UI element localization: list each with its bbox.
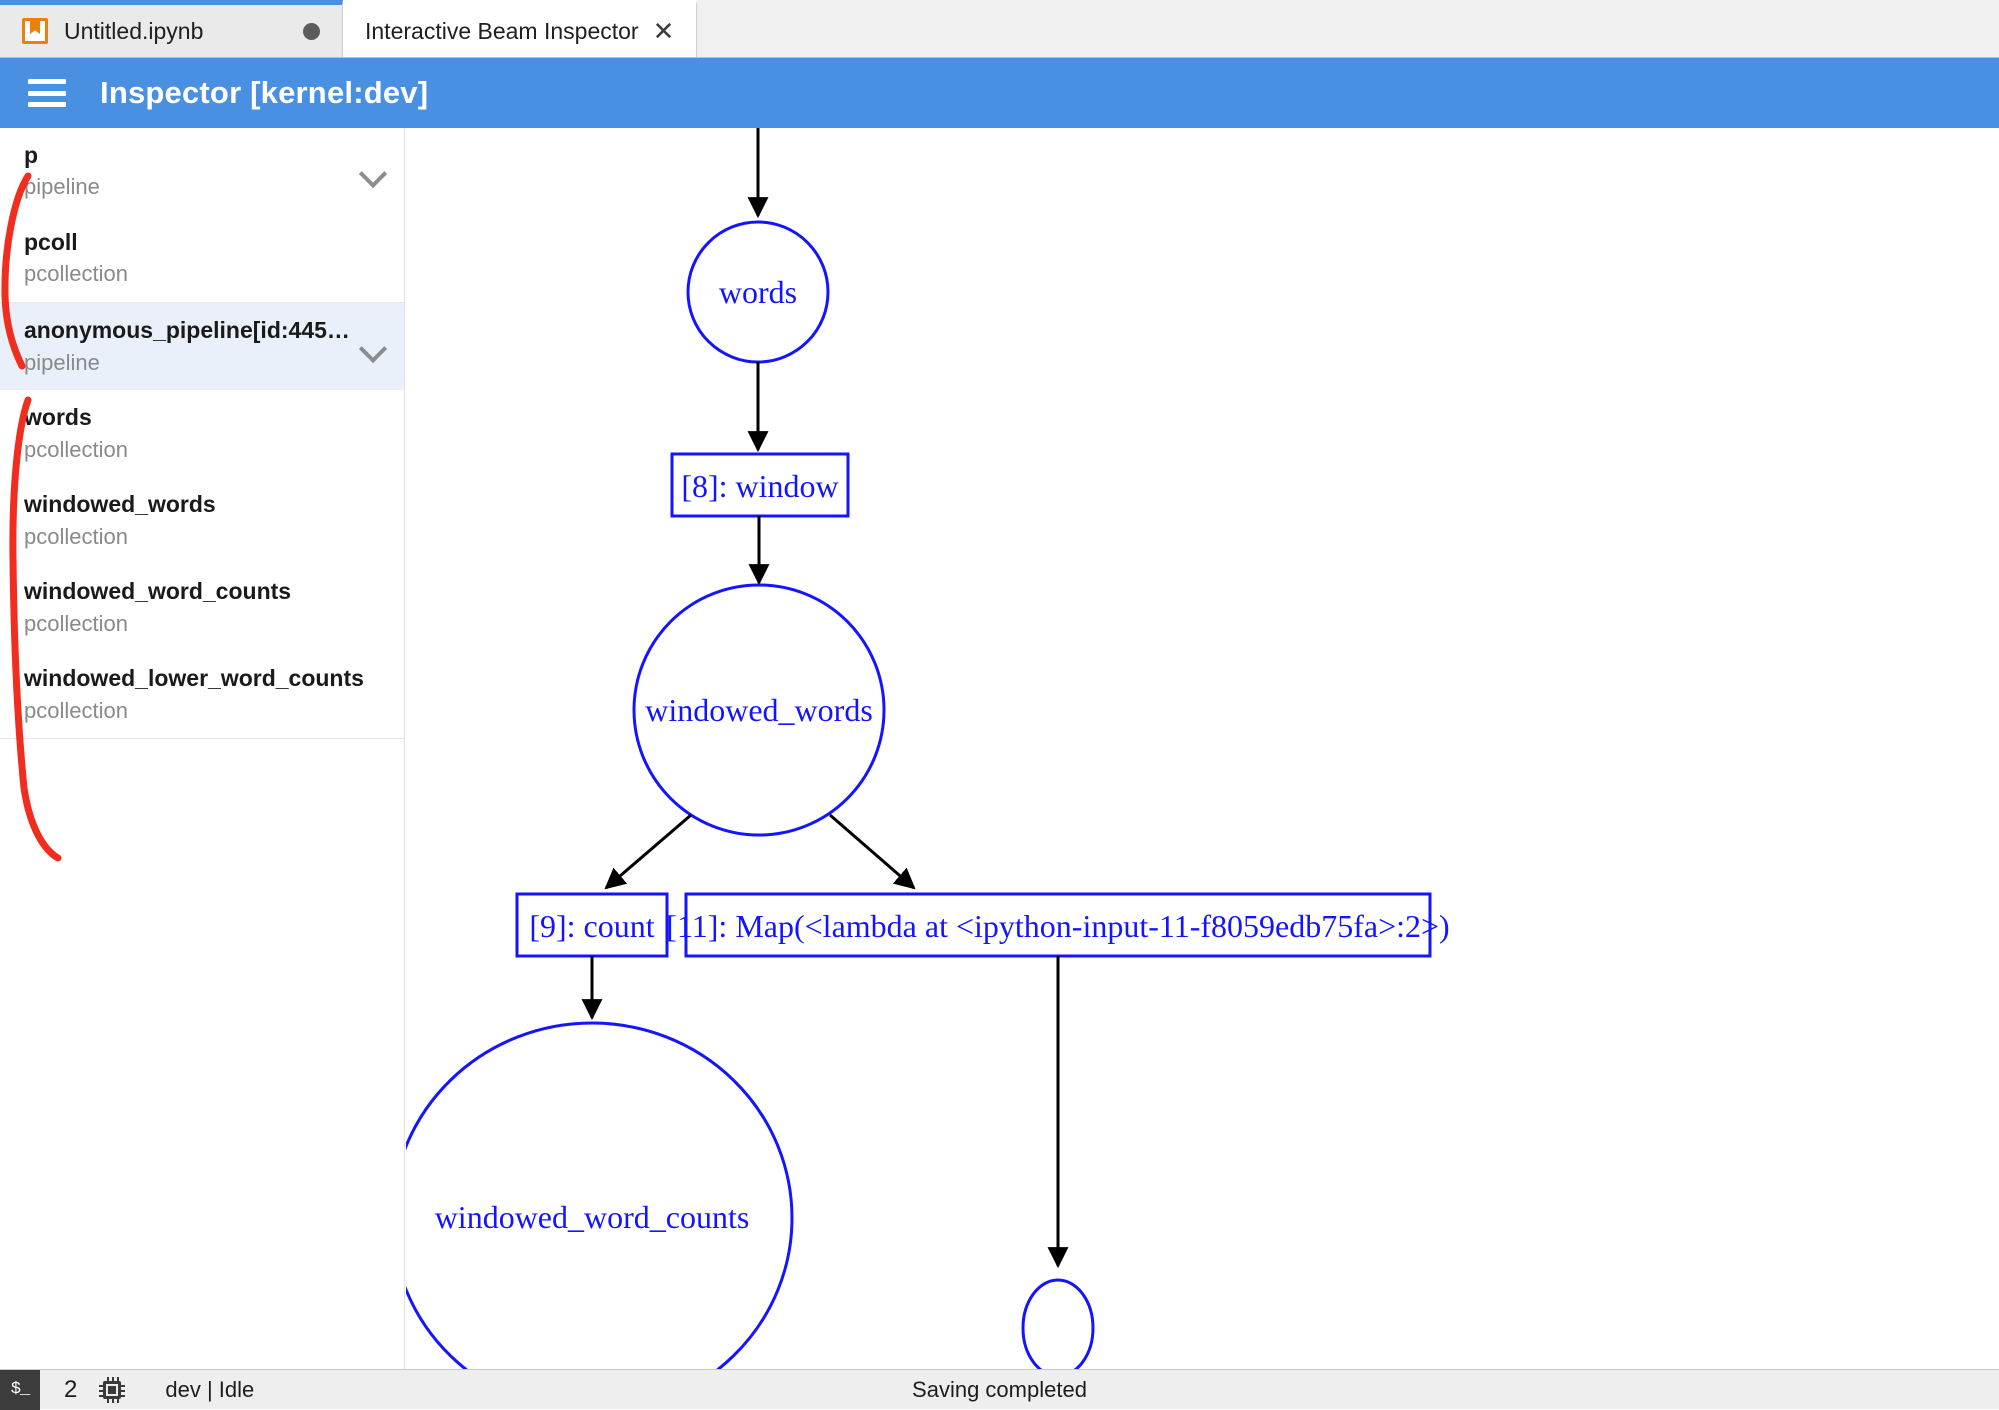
pipeline-dag: words [8]: window windowed_words [9]: co… xyxy=(406,128,1450,1369)
graph-node-label: [8]: window xyxy=(681,468,838,504)
sidebar-item-label: pcoll xyxy=(24,229,78,256)
tab-label: Interactive Beam Inspector xyxy=(365,17,639,44)
pipeline-graph-canvas[interactable]: words [8]: window windowed_words [9]: co… xyxy=(406,128,1999,1369)
notebook-icon xyxy=(22,18,48,44)
graph-node-label: windowed_words xyxy=(645,692,873,728)
inspectables-sidebar[interactable]: p pipeline pcoll pcollection anonymous_p… xyxy=(0,128,405,1369)
sidebar-item-label: windowed_word_counts xyxy=(24,578,292,605)
sidebar-item-type: pcollection xyxy=(24,697,128,723)
graph-node-unnamed-small[interactable] xyxy=(1021,1278,1095,1369)
graph-node-map-lambda[interactable]: [11]: Map(<lambda at <ipython-input-11-f… xyxy=(666,892,1450,958)
close-icon[interactable]: ✕ xyxy=(652,16,675,46)
save-status: Saving completed xyxy=(912,1376,1087,1402)
sidebar-item-label: p xyxy=(24,142,39,168)
sidebar-item-type: pcollection xyxy=(24,436,128,462)
unsaved-indicator-dot[interactable] xyxy=(303,22,320,40)
edge-windowed-words-to-map xyxy=(829,813,916,890)
edge-windowed-words-to-count xyxy=(604,813,692,890)
sidebar-item-words[interactable]: words pcollection xyxy=(0,390,404,477)
cpu-chip-icon[interactable] xyxy=(99,1376,126,1403)
hamburger-icon[interactable] xyxy=(28,79,66,107)
chevron-down-icon[interactable] xyxy=(354,326,396,368)
sidebar-item-type: pcollection xyxy=(24,610,128,636)
sidebar-group-anonymous-pipeline: anonymous_pipeline[id:44516… pipeline wo… xyxy=(0,303,404,740)
sidebar-item-label: windowed_words xyxy=(24,491,216,518)
kernel-status: dev | Idle xyxy=(165,1376,255,1402)
tab-bar: Untitled.ipynb Interactive Beam Inspecto… xyxy=(0,0,1999,58)
terminal-icon[interactable]: $_ xyxy=(0,1369,40,1410)
status-bar: $_ 2 dev | Idle Saving completed xyxy=(0,1369,1999,1410)
sidebar-item-p[interactable]: p pipeline xyxy=(0,128,404,215)
graph-node-label: words xyxy=(719,274,797,310)
sidebar-item-windowed-words[interactable]: windowed_words pcollection xyxy=(0,477,404,564)
graph-node-window[interactable]: [8]: window xyxy=(670,452,850,518)
graph-node-windowed-words[interactable]: windowed_words xyxy=(632,583,886,837)
graph-node-count[interactable]: [9]: count xyxy=(515,892,669,958)
graph-node-label: [9]: count xyxy=(529,908,654,944)
tab-untitled-ipynb[interactable]: Untitled.ipynb xyxy=(0,0,343,57)
sidebar-item-pcoll[interactable]: pcoll pcollection xyxy=(0,215,404,302)
sidebar-item-type: pcollection xyxy=(24,523,128,549)
chevron-down-icon[interactable] xyxy=(354,151,396,193)
graph-node-label: windowed_word_counts xyxy=(435,1199,750,1235)
tab-label: Untitled.ipynb xyxy=(64,17,204,44)
sidebar-group-default-pipeline: p pipeline pcoll pcollection xyxy=(0,128,404,304)
graph-node-windowed-word-counts[interactable]: windowed_word_counts xyxy=(406,1021,794,1369)
tab-interactive-beam-inspector[interactable]: Interactive Beam Inspector ✕ xyxy=(343,0,698,57)
graph-node-words[interactable]: words xyxy=(686,220,830,364)
sidebar-item-type: pipeline xyxy=(24,174,100,200)
graph-node-label: [11]: Map(<lambda at <ipython-input-11-f… xyxy=(666,908,1449,944)
sidebar-item-windowed-word-counts[interactable]: windowed_word_counts pcollection xyxy=(0,564,404,651)
page-title: Inspector [kernel:dev] xyxy=(100,75,429,110)
sidebar-item-label: anonymous_pipeline[id:44516… xyxy=(24,317,354,344)
sidebar-item-type: pcollection xyxy=(24,261,128,287)
sidebar-item-windowed-lower-word-counts[interactable]: windowed_lower_word_counts pcollection xyxy=(0,651,404,738)
inspector-header: Inspector [kernel:dev] xyxy=(0,58,1999,128)
sidebar-item-label: windowed_lower_word_counts xyxy=(24,665,364,692)
sidebar-item-label: words xyxy=(24,404,92,431)
kernel-count: 2 xyxy=(64,1375,78,1403)
sidebar-item-anonymous-pipeline[interactable]: anonymous_pipeline[id:44516… pipeline xyxy=(0,303,404,391)
sidebar-item-type: pipeline xyxy=(24,349,100,375)
